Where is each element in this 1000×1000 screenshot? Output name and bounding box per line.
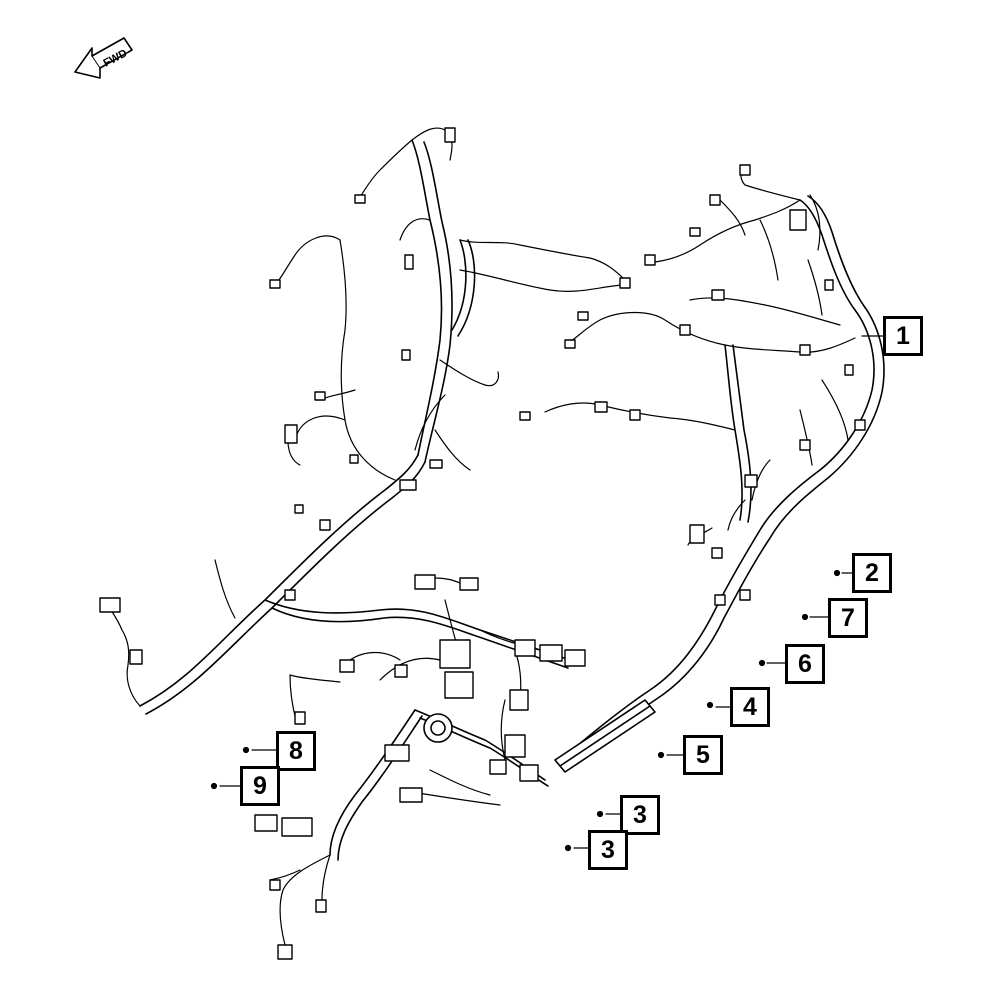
clip-icon: [242, 746, 250, 754]
callout-2: 2: [852, 553, 892, 593]
callout-8: 8: [276, 731, 316, 771]
connector: [854, 419, 866, 431]
clip-icon: [564, 844, 572, 852]
callout-1: 1: [883, 316, 923, 356]
clip-icon: [758, 659, 766, 667]
connector: [689, 227, 701, 237]
connector: [564, 649, 586, 667]
connector: [504, 734, 526, 758]
connector: [509, 689, 529, 711]
clip-icon: [596, 810, 604, 818]
callout-5: 5: [683, 735, 723, 775]
connector: [514, 639, 536, 657]
connector: [349, 454, 359, 464]
connector: [679, 324, 691, 336]
connector: [284, 589, 296, 601]
connector: [519, 764, 539, 782]
connector: [339, 659, 355, 673]
callout-6: 6: [785, 644, 825, 684]
cowl-duct: [554, 699, 656, 773]
clip-icon: [657, 751, 665, 759]
connector: [709, 194, 721, 206]
callout-3-lower: 3: [588, 830, 628, 870]
connector: [314, 391, 326, 401]
connector: [277, 944, 293, 960]
connector: [539, 644, 563, 662]
connector: [594, 401, 608, 413]
callout-4: 4: [730, 687, 770, 727]
connector: [354, 194, 366, 204]
connector: [281, 817, 313, 837]
connector: [689, 524, 705, 544]
connector: [129, 649, 143, 665]
connector: [799, 344, 811, 356]
clip-icon: [706, 701, 714, 709]
connector: [619, 277, 631, 289]
connector: [269, 879, 281, 891]
connector: [414, 574, 436, 590]
connector: [399, 479, 417, 491]
connector: [459, 577, 479, 591]
connector: [439, 639, 471, 669]
leader-lines: [219, 335, 884, 849]
connector: [824, 279, 834, 291]
connector: [844, 364, 854, 376]
connector: [789, 209, 807, 231]
connectors: [99, 127, 866, 960]
callout-9: 9: [240, 766, 280, 806]
connector: [429, 459, 443, 469]
connector: [444, 671, 474, 699]
connector: [401, 349, 411, 361]
connector: [739, 164, 751, 176]
connector: [399, 787, 423, 803]
connector: [315, 899, 327, 913]
connector: [319, 519, 331, 531]
connector: [711, 547, 723, 559]
connector: [294, 504, 304, 514]
connector: [254, 814, 278, 832]
connector: [404, 254, 414, 270]
callout-7: 7: [828, 598, 868, 638]
connector: [269, 279, 281, 289]
connector: [644, 254, 656, 266]
connector: [629, 409, 641, 421]
fasteners: [210, 569, 841, 852]
connector: [577, 311, 589, 321]
connector: [564, 339, 576, 349]
fwd-arrow-icon: FWD: [74, 37, 133, 79]
connector: [444, 127, 456, 143]
connector: [799, 439, 811, 451]
connector: [294, 711, 306, 725]
connector: [489, 759, 507, 775]
harness-branches: [107, 127, 856, 946]
connector: [744, 474, 758, 488]
connector: [519, 411, 531, 421]
grommet-icon: [423, 713, 453, 743]
clip-icon: [833, 569, 841, 577]
connector: [99, 597, 121, 613]
connector: [714, 594, 726, 606]
connector: [739, 589, 751, 601]
connector: [284, 424, 298, 444]
connector: [384, 744, 410, 762]
clip-icon: [801, 613, 809, 621]
clip-icon: [210, 782, 218, 790]
callout-3-upper: 3: [620, 795, 660, 835]
connector: [394, 664, 408, 678]
connector: [711, 289, 725, 301]
